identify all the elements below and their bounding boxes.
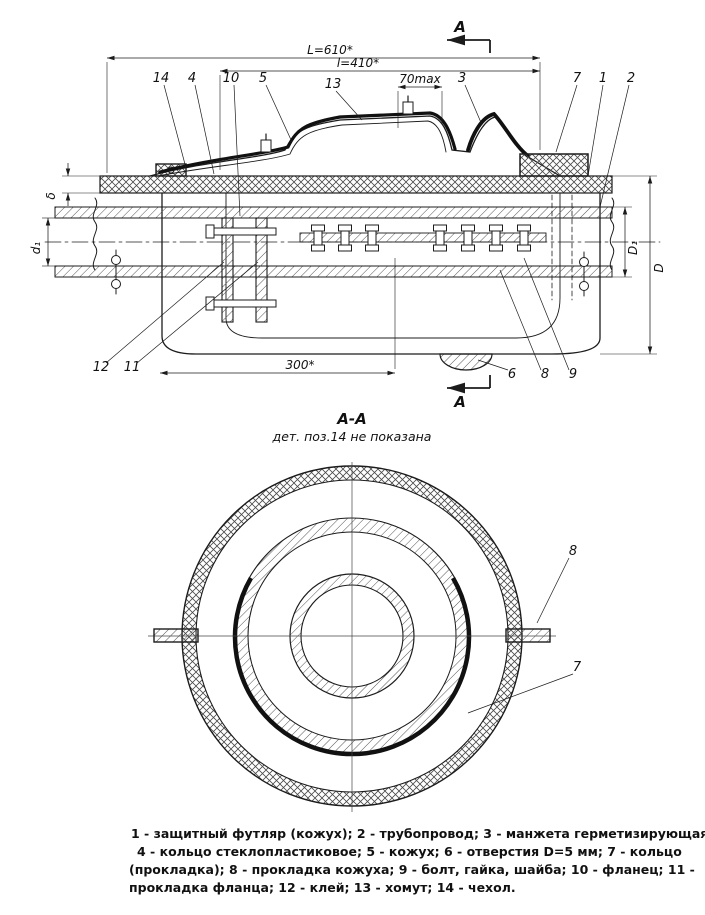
parts-legend: 1 - защитный футляр (кожух); 2 - трубопр… xyxy=(129,826,705,895)
callout-leaders xyxy=(105,84,630,371)
dimension-labels: L=610* l=410* 70max 300* δ d₁ D₁ D xyxy=(29,43,666,372)
callout-3: 3 xyxy=(458,71,466,86)
pipe-break-right xyxy=(609,197,615,271)
right-ring-gasket xyxy=(519,153,589,177)
callout-9: 9 xyxy=(569,367,577,382)
axis-label-d1: d₁ xyxy=(29,242,43,255)
pipe-bottom-wall xyxy=(54,265,613,278)
casing-top-wall xyxy=(99,175,613,194)
axis-label-D: D xyxy=(652,263,666,272)
flange-bolt-top xyxy=(205,224,277,239)
callout-2: 2 xyxy=(627,71,635,86)
dim-label-l: l=410* xyxy=(337,56,379,70)
legend-line-4: прокладка фланца; 12 - клей; 13 - хомут;… xyxy=(129,880,516,895)
clamp-screw-right xyxy=(402,95,414,115)
dim-label-300: 300* xyxy=(286,358,315,372)
callout-6: 6 xyxy=(508,367,516,382)
legend-line-2: 4 - кольцо стеклопластиковое; 5 - кожух;… xyxy=(137,844,682,859)
callout-13: 13 xyxy=(325,77,342,92)
chekhol-thick-line xyxy=(158,111,457,174)
pipe-top-wall xyxy=(54,206,613,219)
axis-label-D1: D₁ xyxy=(626,241,640,255)
callout-12: 12 xyxy=(93,360,110,375)
casing-inner-outline xyxy=(225,192,561,339)
main-longitudinal-view xyxy=(44,95,661,371)
section-callout-7: 7 xyxy=(573,660,582,675)
section-marker-top: А xyxy=(453,18,466,36)
dim-label-70max: 70max xyxy=(399,72,441,86)
section-note: дет. поз.14 не показана xyxy=(272,429,432,444)
legend-line-3: (прокладка); 8 - прокладка кожуха; 9 - б… xyxy=(129,862,695,877)
left-side-bolt xyxy=(111,249,121,295)
callout-numbers: 14 4 10 5 13 3 7 1 2 12 11 6 8 9 xyxy=(93,71,635,382)
callout-10: 10 xyxy=(223,71,240,86)
legend-line-1: 1 - защитный футляр (кожух); 2 - трубопр… xyxy=(131,826,705,841)
casing-body-outline xyxy=(161,192,601,355)
clamp-screw-left xyxy=(260,133,272,153)
callout-1: 1 xyxy=(599,71,607,86)
flange-plate-left xyxy=(221,217,234,323)
section-callout-8: 8 xyxy=(569,544,577,559)
fiberglass-ring-strip xyxy=(299,232,547,243)
section-marker-bottom: А xyxy=(453,393,466,411)
cover-inner-line xyxy=(157,120,447,177)
section-cut-markers: А А xyxy=(447,18,491,411)
section-view-a-a: А-А дет. поз.14 не показана 8 7 xyxy=(148,410,582,812)
right-side-bolt xyxy=(579,251,589,297)
drain-hole xyxy=(439,353,493,371)
callout-7: 7 xyxy=(573,71,582,86)
callout-14: 14 xyxy=(153,71,170,86)
axis-label-delta: δ xyxy=(44,192,58,199)
flange-bolt-bottom xyxy=(205,296,277,311)
section-title: А-А xyxy=(336,410,366,428)
right-gasket-stub xyxy=(505,628,551,643)
flange-plate-right xyxy=(255,217,268,323)
left-gasket-stub xyxy=(153,628,199,643)
callout-8: 8 xyxy=(541,367,549,382)
callout-11: 11 xyxy=(124,360,141,375)
callout-5: 5 xyxy=(259,71,267,86)
section-leader-8 xyxy=(536,557,570,624)
section-leader-7 xyxy=(467,673,574,714)
dim-label-L: L=610* xyxy=(307,43,353,57)
dimensions xyxy=(42,55,657,376)
pipe-break-left xyxy=(92,197,98,271)
callout-4: 4 xyxy=(188,71,196,86)
manzheta-thick-line xyxy=(466,111,530,158)
